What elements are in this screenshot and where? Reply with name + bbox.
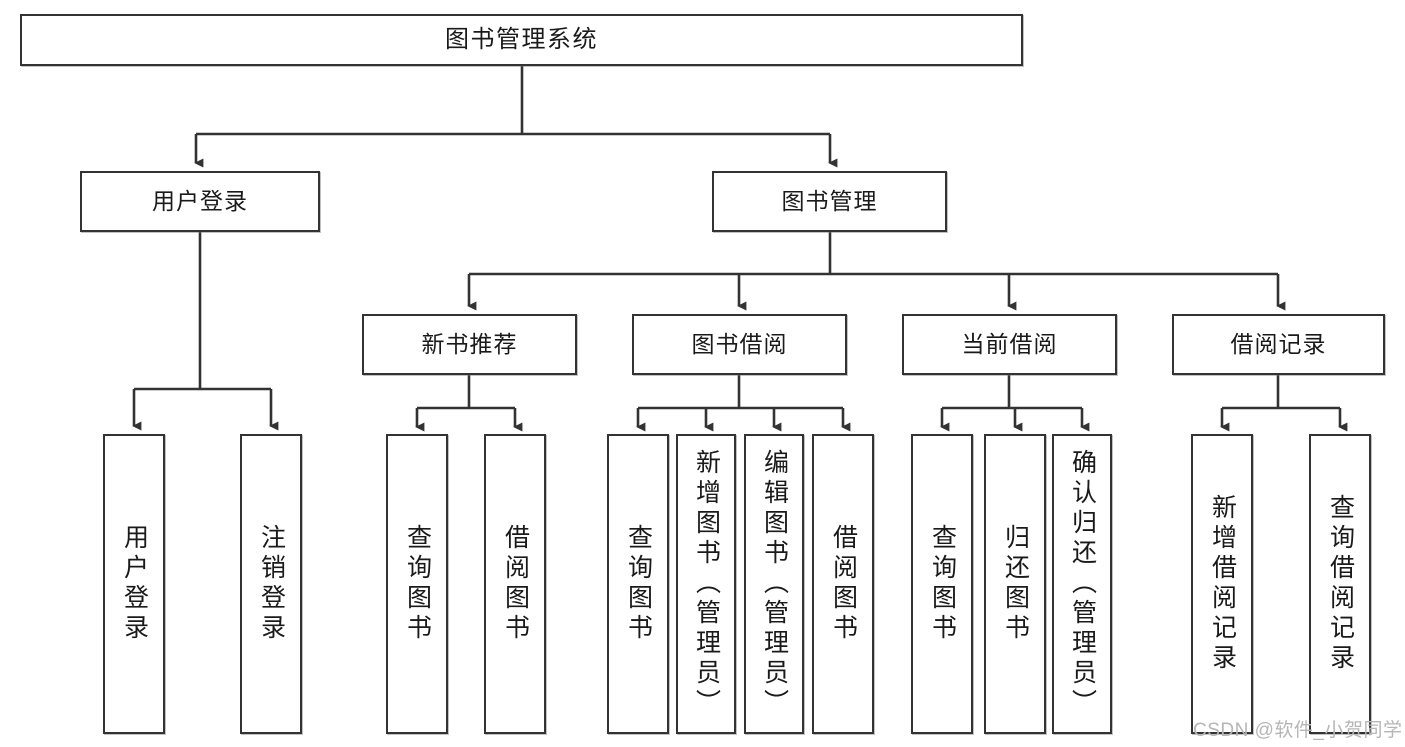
- node-book-borrow[interactable]: 图书借阅: [632, 314, 847, 375]
- node-leaf-add-record[interactable]: 新增借阅记录: [1191, 434, 1253, 734]
- node-current-borrow[interactable]: 当前借阅: [902, 314, 1117, 375]
- node-leaf-logout-label: 注销登录: [257, 524, 286, 644]
- node-leaf-borrow-book-2-label: 借阅图书: [829, 524, 858, 644]
- node-leaf-query-book-2-label: 查询图书: [624, 524, 653, 644]
- node-leaf-query-book-1-label: 查询图书: [403, 524, 432, 644]
- node-leaf-edit-book[interactable]: 编辑图书（管理员）: [744, 434, 804, 734]
- node-leaf-query-record[interactable]: 查询借阅记录: [1309, 434, 1371, 734]
- node-new-book-recommend-label: 新书推荐: [421, 330, 518, 357]
- node-leaf-borrow-book-1[interactable]: 借阅图书: [484, 434, 546, 734]
- node-leaf-query-book-2[interactable]: 查询图书: [607, 434, 669, 734]
- node-leaf-user-login[interactable]: 用户登录: [103, 434, 165, 734]
- node-leaf-query-book-1[interactable]: 查询图书: [386, 434, 448, 734]
- node-book-manage[interactable]: 图书管理: [712, 171, 947, 232]
- watermark: CSDN @软件_小贺同学: [1193, 720, 1403, 741]
- node-leaf-logout[interactable]: 注销登录: [240, 434, 302, 734]
- node-leaf-return-book-label: 归还图书: [1001, 524, 1030, 644]
- node-borrow-record[interactable]: 借阅记录: [1172, 314, 1385, 375]
- node-leaf-confirm-return-label: 确认归还（管理员）: [1068, 449, 1097, 719]
- node-leaf-add-book-label: 新增图书（管理员）: [692, 449, 721, 719]
- node-borrow-record-label: 借阅记录: [1230, 330, 1327, 357]
- node-user-login-label: 用户登录: [152, 187, 248, 214]
- node-book-borrow-label: 图书借阅: [691, 330, 788, 357]
- node-new-book-recommend[interactable]: 新书推荐: [362, 314, 577, 375]
- node-leaf-query-book-3[interactable]: 查询图书: [911, 434, 973, 734]
- node-leaf-query-book-3-label: 查询图书: [928, 524, 957, 644]
- node-leaf-user-login-label: 用户登录: [120, 524, 149, 644]
- node-leaf-edit-book-label: 编辑图书（管理员）: [760, 449, 789, 719]
- node-leaf-borrow-book-1-label: 借阅图书: [501, 524, 530, 644]
- node-user-login[interactable]: 用户登录: [80, 171, 320, 232]
- node-book-manage-label: 图书管理: [781, 187, 878, 214]
- node-leaf-borrow-book-2[interactable]: 借阅图书: [812, 434, 874, 734]
- node-leaf-query-record-label: 查询借阅记录: [1326, 494, 1355, 674]
- node-leaf-add-book[interactable]: 新增图书（管理员）: [676, 434, 736, 734]
- node-leaf-confirm-return[interactable]: 确认归还（管理员）: [1052, 434, 1112, 734]
- node-leaf-return-book[interactable]: 归还图书: [984, 434, 1046, 734]
- node-root-label: 图书管理系统: [445, 25, 598, 53]
- node-current-borrow-label: 当前借阅: [961, 330, 1058, 357]
- node-leaf-add-record-label: 新增借阅记录: [1208, 494, 1237, 674]
- node-root[interactable]: 图书管理系统: [20, 14, 1023, 66]
